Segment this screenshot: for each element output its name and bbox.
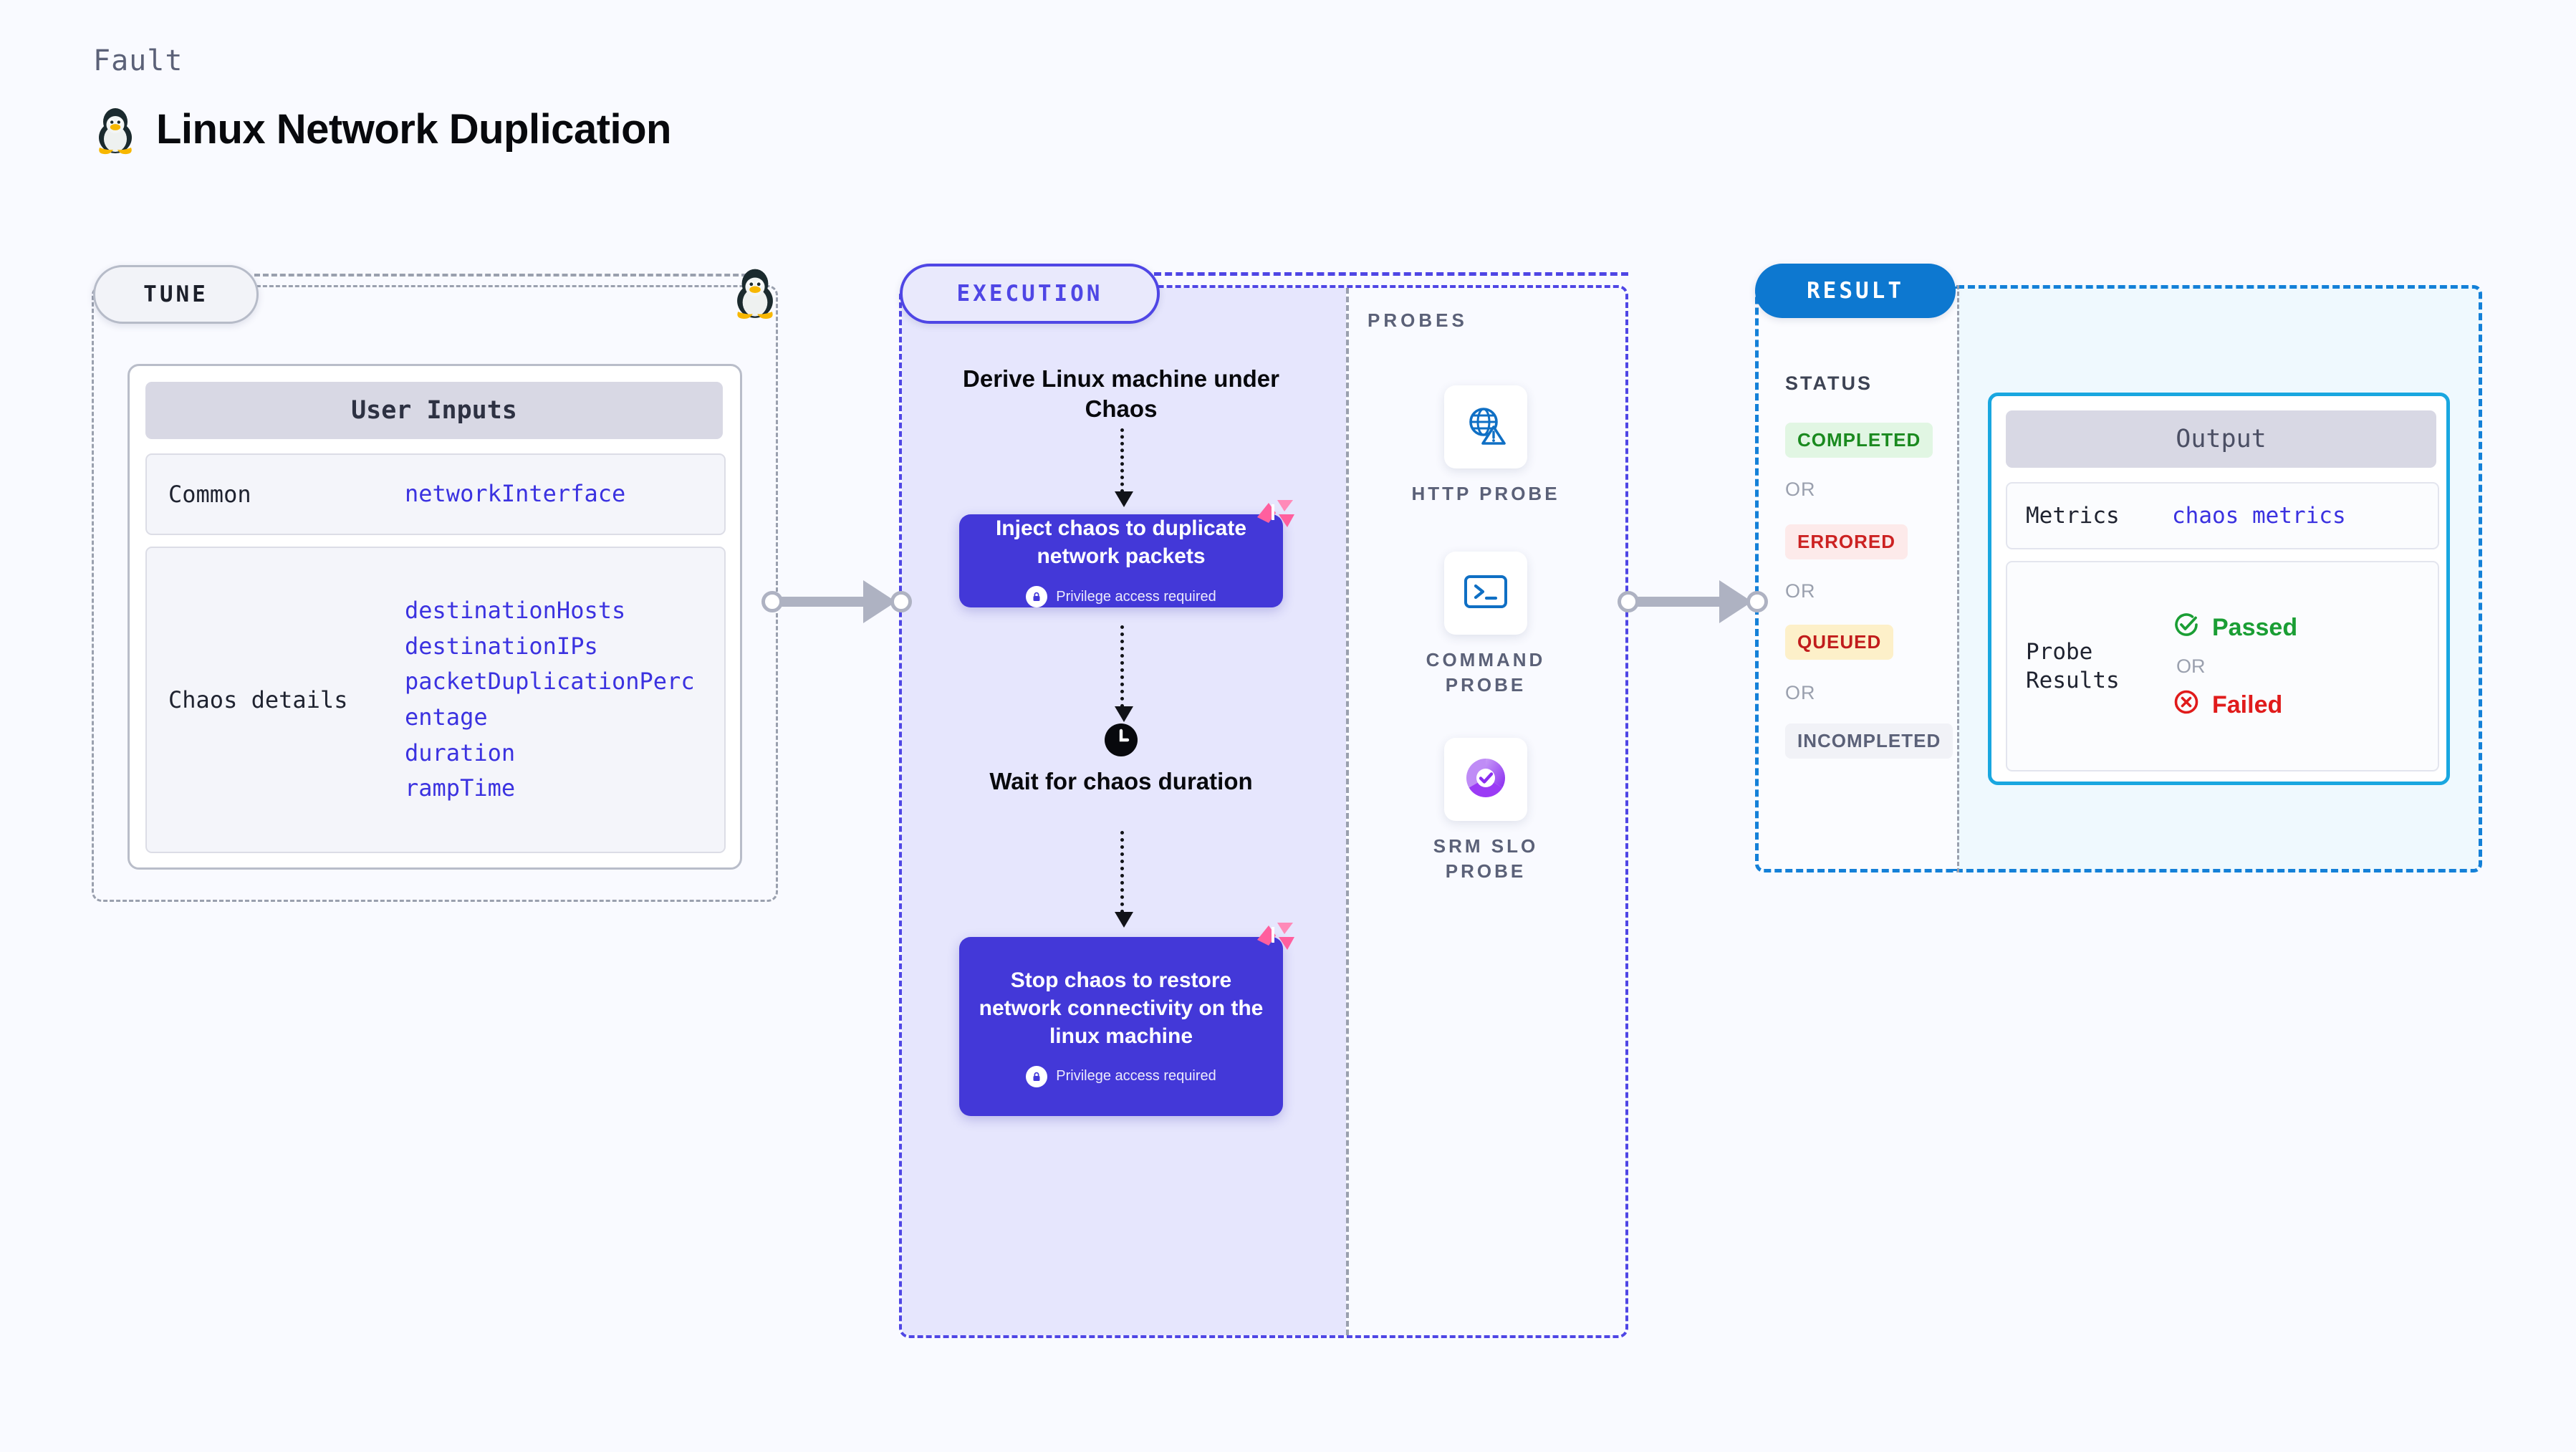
- execution-flow: Derive Linux machine under Chaos Inject …: [899, 285, 1343, 1338]
- lock-icon: [1026, 586, 1048, 607]
- output-row-metrics: Metrics chaos metrics: [2006, 482, 2439, 549]
- tune-pill[interactable]: TUNE: [93, 265, 259, 324]
- connector-dot-result: [1746, 591, 1768, 612]
- slo-donut-check-icon: [1464, 756, 1508, 804]
- output-card: Output Metrics chaos metrics Probe Resul…: [1988, 393, 2450, 785]
- output-row-probe-results: Probe Results Passed OR: [2006, 561, 2439, 771]
- check-circle-icon: [2172, 610, 2201, 645]
- status-label: STATUS: [1785, 372, 1873, 394]
- user-inputs-header: User Inputs: [145, 382, 723, 439]
- probe-label: SRM SLO PROBE: [1433, 835, 1539, 883]
- probe-srm-slo[interactable]: SRM SLO PROBE: [1403, 738, 1568, 884]
- status-badge-errored: ERRORED: [1785, 524, 1908, 559]
- connector-dot-probes: [1618, 591, 1639, 612]
- terminal-icon: [1464, 574, 1508, 613]
- tune-value: packetDuplicationPercentage: [405, 668, 695, 731]
- output-metrics-key: Metrics: [2026, 502, 2120, 529]
- tune-value: rampTime: [405, 774, 516, 802]
- tune-value: destinationIPs: [405, 632, 598, 660]
- flow-arrow-1: [1115, 428, 1133, 507]
- status-badge-completed: COMPLETED: [1785, 423, 1933, 458]
- status-badge-incompleted: INCOMPLETED: [1785, 723, 1953, 759]
- flow-step-wait: Wait for chaos duration: [989, 768, 1253, 794]
- result-inner-divider: [1957, 285, 1959, 872]
- page-title: Linux Network Duplication: [156, 105, 672, 153]
- output-metrics-value: chaos metrics: [2172, 503, 2346, 529]
- output-probe-key: Probe Results: [2026, 638, 2120, 693]
- probe-tile: [1444, 738, 1527, 821]
- privilege-note: Privilege access required: [1026, 1065, 1216, 1087]
- probe-passed-label: Passed: [2212, 613, 2298, 641]
- user-inputs-card: User Inputs Common networkInterface Chao…: [128, 364, 742, 870]
- globe-warning-icon: [1464, 403, 1508, 451]
- or-label: OR: [1785, 580, 1816, 602]
- output-header: Output: [2006, 410, 2436, 468]
- probe-command[interactable]: COMMAND PROBE: [1403, 552, 1568, 698]
- probes-divider: [1346, 288, 1349, 1335]
- probe-tile: [1444, 552, 1527, 635]
- result-status-panel: [1755, 285, 1957, 872]
- fault-label: Fault: [93, 44, 183, 77]
- probe-http[interactable]: HTTP PROBE: [1403, 385, 1568, 506]
- connector-dot-tune: [761, 591, 783, 612]
- probe-result-values: Passed OR Failed: [2172, 610, 2297, 723]
- execution-probes-panel: [899, 285, 1628, 1338]
- hce-logo-icon: [1256, 499, 1296, 538]
- flow-card-inject[interactable]: Inject chaos to duplicate network packet…: [959, 500, 1294, 607]
- probe-result-passed: Passed: [2172, 610, 2297, 645]
- probe-failed-label: Failed: [2212, 691, 2283, 718]
- title-row: Linux Network Duplication: [93, 103, 953, 155]
- tune-row-values: destinationHosts destinationIPs packetDu…: [405, 593, 706, 807]
- flow-card-stop[interactable]: Stop chaos to restore network connectivi…: [959, 923, 1294, 1116]
- flow-card-title: Inject chaos to duplicate network packet…: [995, 516, 1247, 568]
- tune-row-common: Common networkInterface: [145, 453, 726, 535]
- probe-result-failed: Failed: [2172, 688, 2297, 723]
- status-badge-queued: QUEUED: [1785, 625, 1894, 660]
- or-label: OR: [1785, 682, 1816, 703]
- probe-label: HTTP PROBE: [1411, 483, 1560, 504]
- probe-tile: [1444, 385, 1527, 468]
- flow-arrow-3: [1115, 831, 1133, 928]
- tune-row-chaos-details: Chaos details destinationHosts destinati…: [145, 547, 726, 853]
- probes-section-label: PROBES: [1368, 309, 1468, 331]
- execution-fill: [902, 288, 1346, 1335]
- lock-icon: [1026, 1065, 1048, 1087]
- tune-value: networkInterface: [405, 480, 626, 508]
- x-circle-icon: [2172, 688, 2201, 723]
- flow-step-derive: Derive Linux machine under Chaos: [963, 365, 1279, 423]
- hce-logo-icon: [1256, 921, 1296, 961]
- tux-penguin-marker-icon: [731, 264, 779, 323]
- or-label: OR: [1785, 479, 1816, 500]
- probe-label: COMMAND PROBE: [1426, 649, 1546, 696]
- tune-row-key: Common: [168, 481, 251, 508]
- privilege-note-text: Privilege access required: [1056, 588, 1216, 605]
- probe-result-or: OR: [2176, 655, 2206, 677]
- tux-penguin-icon: [93, 103, 138, 155]
- flow-card-title: Stop chaos to restore network connectivi…: [979, 968, 1264, 1048]
- execution-pill[interactable]: EXECUTION: [900, 264, 1160, 324]
- tune-value: duration: [405, 739, 516, 766]
- connector-dot-execution: [890, 591, 912, 612]
- clock-icon: [1105, 723, 1138, 760]
- privilege-note: Privilege access required: [1026, 586, 1216, 607]
- result-pill[interactable]: RESULT: [1755, 264, 1956, 318]
- page-header: Fault Linux Network Duplication: [93, 44, 953, 155]
- privilege-note-text: Privilege access required: [1056, 1068, 1216, 1084]
- tune-row-values: networkInterface: [405, 476, 706, 512]
- execution-connector-line: [1154, 272, 1628, 276]
- flow-arrow-2: [1115, 625, 1133, 722]
- tune-value: destinationHosts: [405, 597, 626, 625]
- tune-connector-line: [254, 274, 756, 277]
- tune-row-key: Chaos details: [168, 686, 348, 713]
- probes-column: PROBES HTTP PROBE: [1343, 285, 1628, 1338]
